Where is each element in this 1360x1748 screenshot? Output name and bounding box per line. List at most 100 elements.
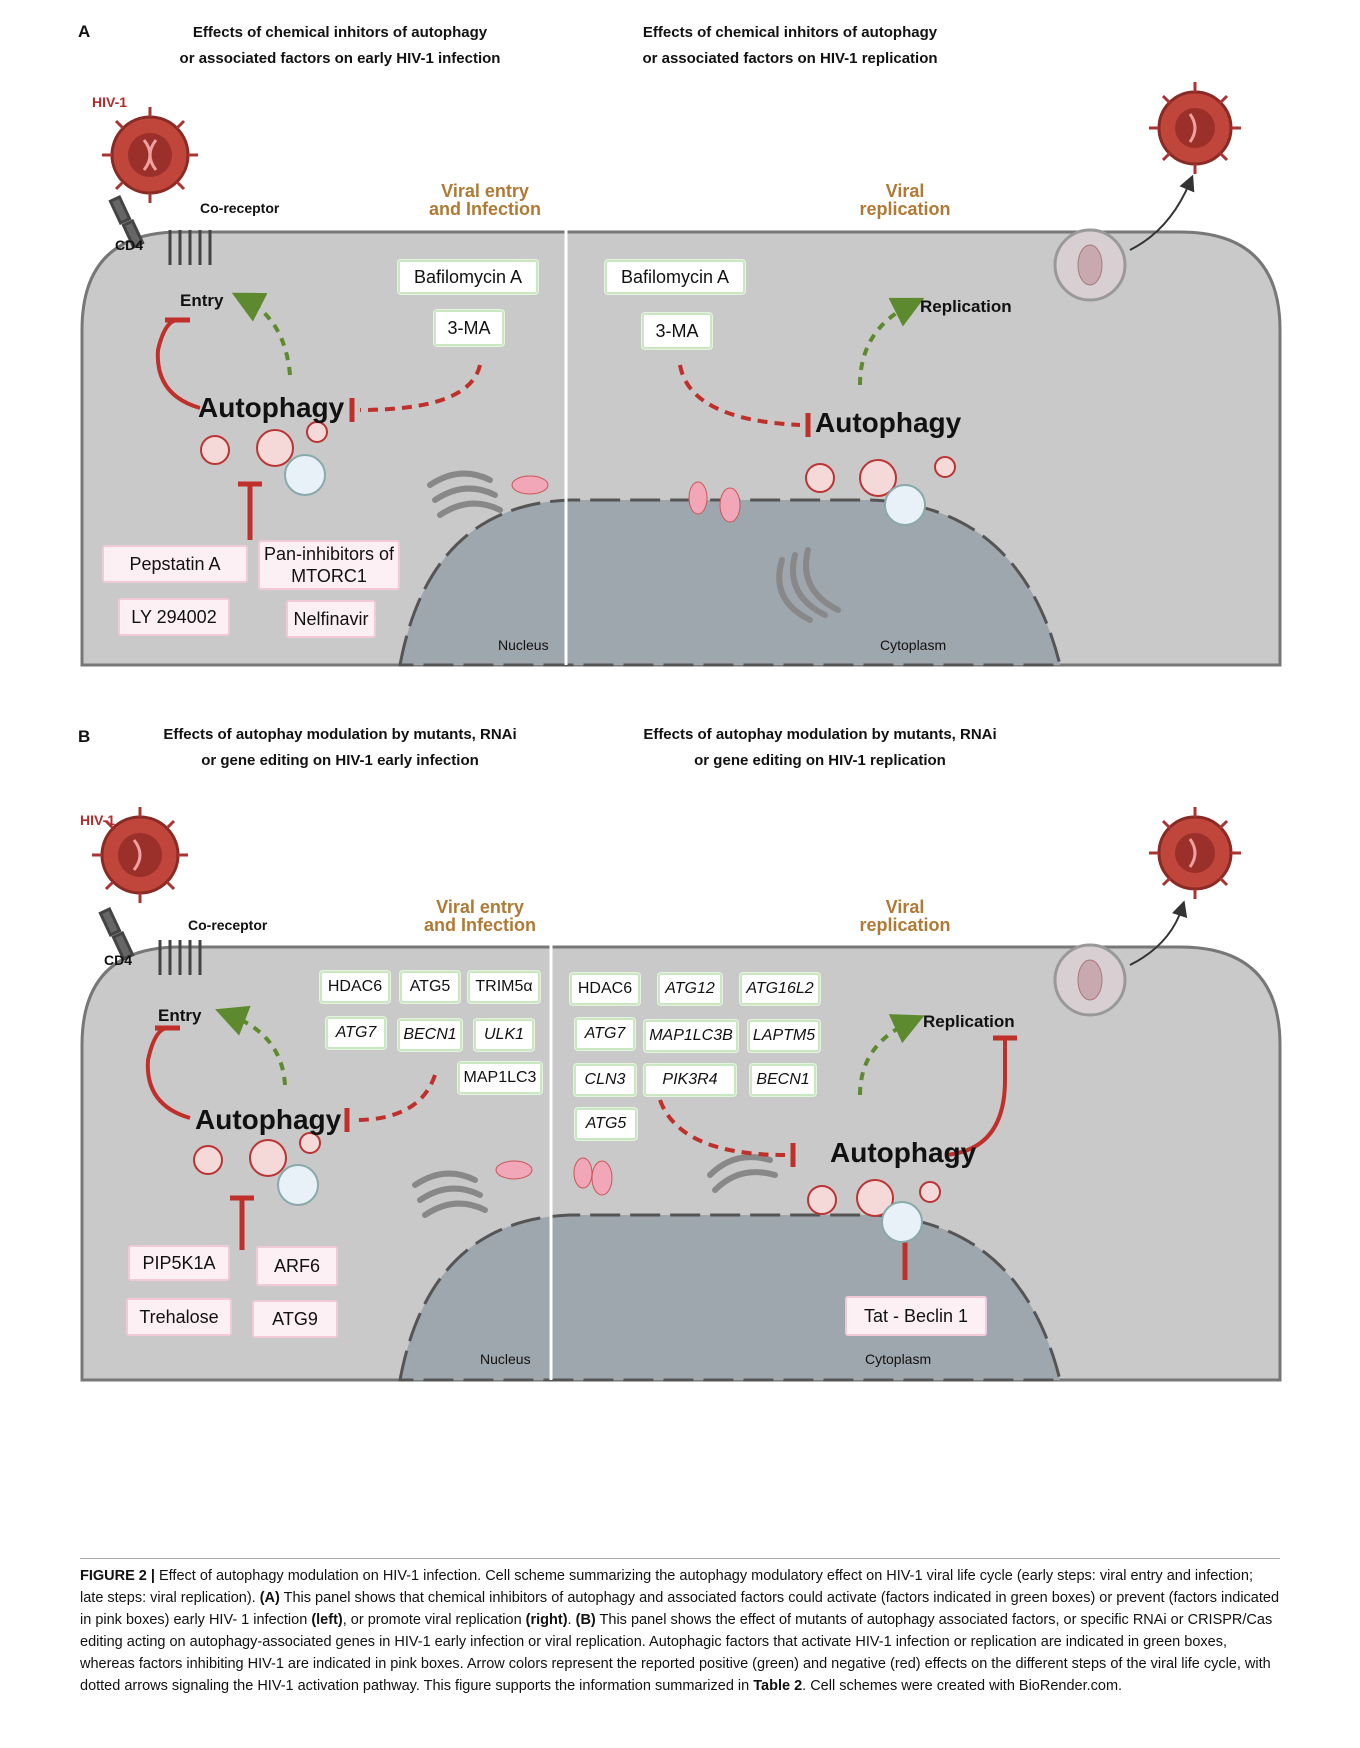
release-arrow (1129, 900, 1188, 966)
autophagy-label: Autophagy (195, 1104, 342, 1135)
coreceptor-label: Co-receptor (188, 917, 268, 933)
factor-box-green: ATG16L2 (740, 973, 820, 1005)
hiv-virus-icon (1149, 82, 1241, 174)
panel-b-right-title: Effects of autophay modulation by mutant… (590, 722, 1050, 774)
replication-label: Replication (920, 297, 1012, 316)
factor-box-pink: Pepstatin A (102, 545, 248, 583)
factor-box-pink: LY 294002 (118, 598, 230, 636)
viral-replication-label: Viral replication (850, 182, 960, 218)
nucleus-label: Nucleus (480, 1351, 531, 1367)
autophagosome-icon (200, 421, 328, 496)
nucleus-label: Nucleus (498, 637, 549, 653)
autophagy-inhibition-arrow-right (678, 364, 801, 427)
entry-label: Entry (180, 291, 224, 310)
title-line: or associated factors on HIV-1 replicati… (642, 50, 938, 67)
factor-box-green: MAP1LC3 (458, 1062, 542, 1094)
title-line: or gene editing on HIV-1 replication (694, 752, 946, 769)
mitochondria-icon (495, 1157, 613, 1196)
caption-text: Effect of autophagy modulation on HIV-1 … (80, 1568, 1253, 1606)
caption-label: FIGURE 2 | (80, 1568, 155, 1584)
factor-box-green: MAP1LC3B (644, 1020, 738, 1052)
autophagosome-icon (807, 1179, 941, 1243)
budding-virus-icon (1053, 228, 1127, 302)
factor-box-pink: Pan-inhibitors of MTORC1 (258, 540, 400, 590)
cytoplasm-label: Cytoplasm (865, 1351, 932, 1367)
factor-box-green: ATG7 (575, 1018, 635, 1050)
cd4-label: CD4 (115, 237, 144, 253)
caption-side-ref: (right) (525, 1612, 568, 1628)
golgi-icon (427, 470, 841, 623)
caption-text: This panel shows the effect of mutants o… (80, 1612, 1273, 1694)
autophagy-label: Autophagy (198, 392, 345, 423)
caption-text: This panel shows that chemical inhibitor… (80, 1590, 1280, 1628)
caption-side-ref: (left) (311, 1612, 343, 1628)
entry-activation-arrow (215, 1005, 287, 1086)
autophagy-label-right: Autophagy (830, 1137, 977, 1168)
replication-label: Replication (923, 1012, 1015, 1031)
figure: A Effects of chemical inhitors of autoph… (70, 0, 1290, 1748)
hiv-virus-icon (92, 807, 188, 903)
panel-b-scene (80, 807, 1282, 1382)
entry-inhibition-arrow (145, 1026, 191, 1120)
factor-box-green: ATG7 (326, 1017, 386, 1049)
cytoplasm-label: Cytoplasm (880, 637, 947, 653)
hiv-virus-icon (102, 107, 198, 203)
panel-b-letter: B (78, 727, 91, 746)
factor-box-green: HDAC6 (320, 971, 390, 1003)
viral-entry-label: Viral entry and Infection (410, 898, 550, 934)
release-arrow (1129, 174, 1195, 251)
label-line: and Infection (429, 199, 541, 219)
autophagosome-icon (805, 456, 956, 526)
entry-inhibition-arrow (155, 318, 201, 410)
cd4-receptor-icon (98, 907, 202, 975)
title-line: Effects of chemical inhitors of autophag… (642, 24, 938, 41)
hiv-label: HIV-1 (80, 812, 116, 828)
title-line: Effects of autophay modulation by mutant… (163, 726, 517, 743)
factor-box-green: Bafilomycin A (398, 260, 538, 294)
factor-box-pink: ATG9 (252, 1300, 338, 1338)
factor-box-green: PIK3R4 (644, 1064, 736, 1096)
factor-box-green: ATG12 (658, 973, 722, 1005)
factor-box-pink: ARF6 (256, 1246, 338, 1286)
viral-entry-label: Viral entry and Infection (415, 182, 555, 218)
panel-a-right-title: Effects of chemical inhitors of autophag… (560, 20, 1020, 72)
golgi-icon (412, 1154, 778, 1218)
label-line: Viral entry (441, 181, 529, 201)
coreceptor-label: Co-receptor (200, 200, 280, 216)
caption-text: . Cell schemes were created with BioRend… (802, 1678, 1123, 1694)
factor-box-green: TRIM5α (468, 971, 540, 1003)
panel-a-scene (80, 82, 1282, 667)
panel-a-letter: A (78, 22, 91, 41)
nucleus (398, 1213, 1062, 1382)
factor-box-green: Bafilomycin A (605, 260, 745, 294)
factor-box-green: 3-MA (642, 313, 712, 349)
replication-activation-arrow (858, 297, 925, 386)
viral-replication-label: Viral replication (850, 898, 960, 934)
caption-panel-ref: (B) (575, 1612, 596, 1628)
hiv-label: HIV-1 (92, 94, 128, 110)
label-line: replication (859, 199, 951, 219)
cd4-label: CD4 (104, 952, 133, 968)
caption-table-ref: Table 2 (753, 1678, 803, 1694)
factor-box-pink: Tat - Beclin 1 (845, 1296, 987, 1336)
factor-box-green: LAPTM5 (748, 1020, 820, 1052)
budding-virus-icon (1053, 943, 1127, 1017)
caption-text: , or promote viral replication (342, 1612, 526, 1628)
cd4-receptor-icon (108, 195, 212, 265)
panel-b-left-title: Effects of autophay modulation by mutant… (110, 722, 570, 774)
factor-box-green: ATG5 (575, 1108, 637, 1140)
factor-box-green: ATG5 (400, 971, 460, 1003)
factor-box-green: BECN1 (398, 1019, 462, 1051)
mitochondria-icon (511, 475, 741, 523)
factor-box-green: 3-MA (434, 310, 504, 346)
factor-box-green: HDAC6 (570, 973, 640, 1005)
factor-box-pink: PIP5K1A (128, 1245, 230, 1281)
label-line: replication (859, 915, 951, 935)
hiv-virus-icon (1149, 807, 1241, 899)
replication-inhibition-arrow (944, 1038, 1007, 1157)
autophagy-inhibition-arrow-right (658, 1099, 786, 1157)
label-line: Viral entry (436, 897, 524, 917)
factor-box-green: ULK1 (474, 1019, 534, 1051)
title-line: or gene editing on HIV-1 early infection (201, 752, 479, 769)
factor-box-green: BECN1 (750, 1064, 816, 1096)
